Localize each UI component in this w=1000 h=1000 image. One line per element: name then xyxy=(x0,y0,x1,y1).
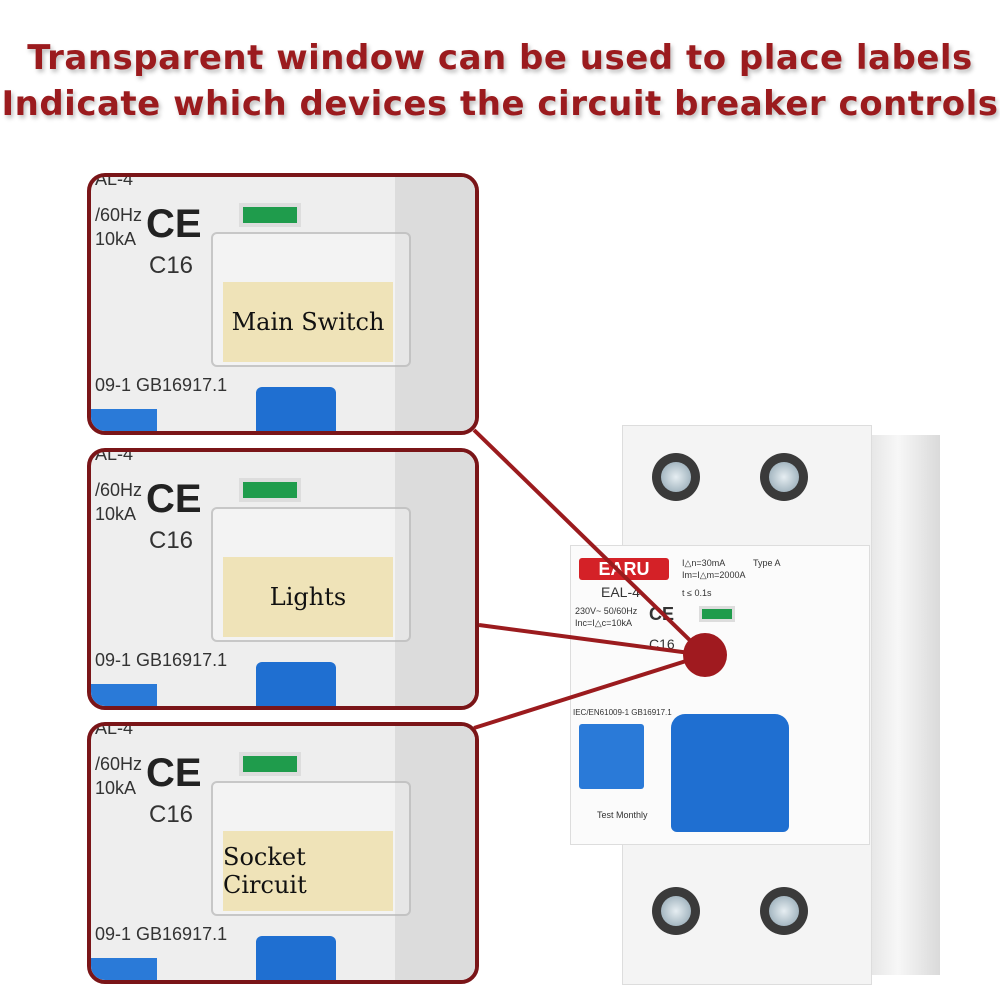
label-panel-main-switch: AL-4 /60Hz 10kA CE C16 09-1 GB16917.1 Ma… xyxy=(87,173,479,435)
panel-freq: /60Hz xyxy=(95,205,143,225)
ce-mark: CE xyxy=(146,751,202,795)
panel-rating: C16 xyxy=(149,527,194,554)
panel-model: AL-4 xyxy=(95,173,134,189)
label-panel-lights: AL-4 /60Hz 10kA CE C16 09-1 GB16917.1 Li… xyxy=(87,448,479,710)
panel-standard: 09-1 GB16917.1 xyxy=(95,375,228,395)
indicator-window xyxy=(239,752,301,776)
pointer-line-main-switch xyxy=(472,428,707,657)
device-spec-1: 230V~ 50/60Hz xyxy=(575,606,638,616)
panel-side xyxy=(395,177,475,431)
device-idn: I△n=30mA xyxy=(682,558,726,568)
panel-freq: /60Hz xyxy=(95,480,143,500)
pointer-dot xyxy=(683,633,727,677)
label-panel-socket-circuit: AL-4 /60Hz 10kA CE C16 09-1 GB16917.1 So… xyxy=(87,722,479,984)
pointer-line-socket xyxy=(473,653,706,730)
device-type: Type A xyxy=(753,558,781,568)
test-button xyxy=(91,684,157,706)
panel-side xyxy=(395,726,475,980)
toggle-switch xyxy=(671,714,789,832)
breaker-front-panel: EARU EAL-4 230V~ 50/60Hz Inc=I△c=10kA CE… xyxy=(570,545,870,845)
test-button xyxy=(579,724,644,789)
test-button xyxy=(91,958,157,980)
label-text: Lights xyxy=(223,557,393,637)
screw-icon xyxy=(652,887,700,935)
toggle-switch xyxy=(256,387,336,431)
screw-icon xyxy=(760,887,808,935)
device-im: Im=I△m=2000A xyxy=(682,570,746,580)
panel-freq: /60Hz xyxy=(95,754,143,774)
panel-standard: 09-1 GB16917.1 xyxy=(95,650,228,670)
device-spec-2: Inc=I△c=10kA xyxy=(575,618,632,628)
panel-model: AL-4 xyxy=(95,722,134,738)
indicator-window xyxy=(239,478,301,502)
panel-rating: C16 xyxy=(149,801,194,828)
toggle-switch xyxy=(256,936,336,980)
indicator-window xyxy=(699,606,735,622)
pointer-line-lights xyxy=(478,623,706,657)
ce-mark: CE xyxy=(146,202,202,246)
label-text: Main Switch xyxy=(223,282,393,362)
label-text: Socket Circuit xyxy=(223,831,393,911)
screw-icon xyxy=(760,453,808,501)
panel-rating: C16 xyxy=(149,252,194,279)
device-model: EAL-4 xyxy=(601,584,640,600)
headline-line-1: Transparent window can be used to place … xyxy=(27,38,973,78)
toggle-switch xyxy=(256,662,336,706)
panel-standard: 09-1 GB16917.1 xyxy=(95,924,228,944)
device-time: t ≤ 0.1s xyxy=(682,588,712,598)
indicator-window xyxy=(239,203,301,227)
circuit-breaker: EARU EAL-4 230V~ 50/60Hz Inc=I△c=10kA CE… xyxy=(570,425,940,985)
panel-ka: 10kA xyxy=(95,778,137,798)
device-standard: IEC/EN61009-1 GB16917.1 xyxy=(573,708,672,717)
screw-icon xyxy=(652,453,700,501)
headline-line-2: Indicate which devices the circuit break… xyxy=(1,84,999,124)
test-button xyxy=(91,409,157,431)
panel-ka: 10kA xyxy=(95,229,137,249)
test-monthly-text: Test Monthly xyxy=(597,810,648,820)
panel-model: AL-4 xyxy=(95,448,134,464)
panel-ka: 10kA xyxy=(95,504,137,524)
panel-side xyxy=(395,452,475,706)
ce-mark: CE xyxy=(146,477,202,521)
breaker-side xyxy=(870,435,940,975)
